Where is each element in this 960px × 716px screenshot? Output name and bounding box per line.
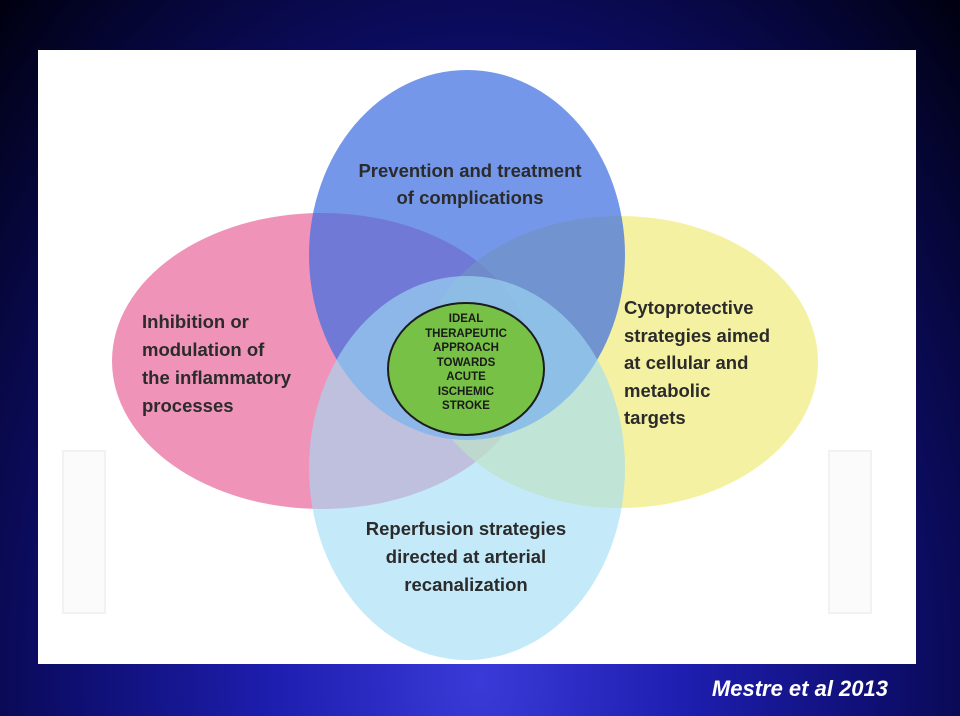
right-circle-label: Cytoprotective strategies aimed at cellu… [624, 297, 771, 428]
ghost-box-left [62, 450, 106, 614]
top-circle-label: Prevention and treatment of complication… [358, 160, 582, 208]
ghost-box-right [828, 450, 872, 614]
center-label: IDEAL THERAPEUTIC APPROACH TOWARDS ACUTE… [425, 313, 507, 412]
center-circle [387, 302, 545, 436]
bottom-circle-label: Reperfusion strategies directed at arter… [365, 518, 567, 595]
citation: Mestre et al 2013 [711, 676, 888, 701]
left-circle-label: Inhibition or modulation of the inflamma… [142, 311, 292, 416]
